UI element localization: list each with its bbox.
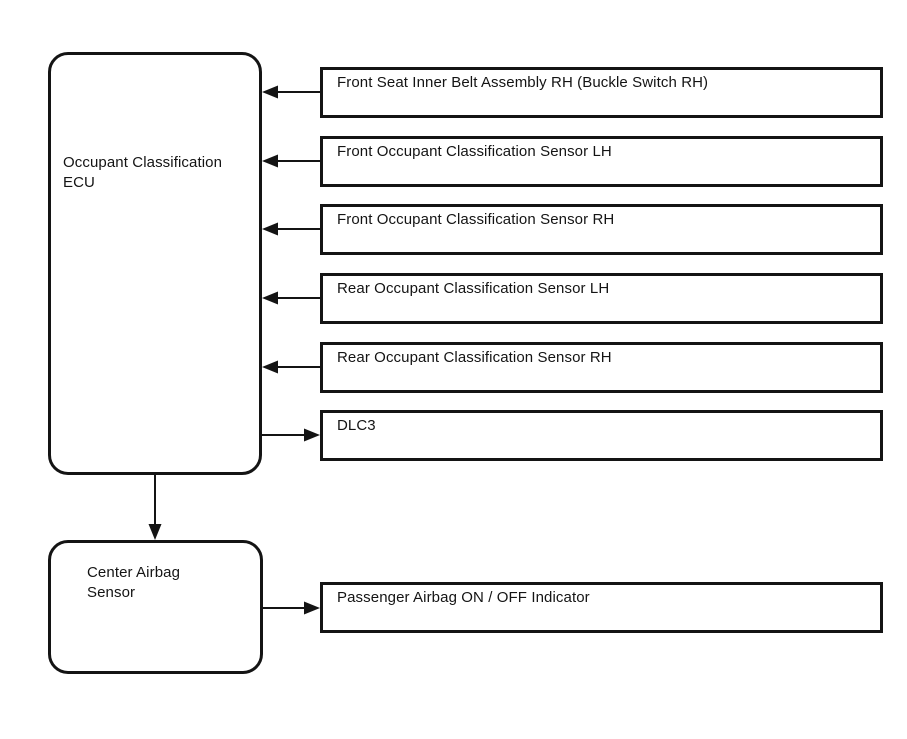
node-front-occupant-classification-sensor-lh: Front Occupant Classification Sensor LH bbox=[320, 136, 883, 187]
node-rear-occupant-classification-sensor-lh: Rear Occupant Classification Sensor LH bbox=[320, 273, 883, 324]
node-rear-occupant-classification-sensor-rh: Rear Occupant Classification Sensor RH bbox=[320, 342, 883, 393]
node-dlc3: DLC3 bbox=[320, 410, 883, 461]
node-rear-occupant-classification-sensor-lh-label: Rear Occupant Classification Sensor LH bbox=[337, 280, 610, 297]
node-occupant-classification-ecu: Occupant Classification ECU bbox=[48, 52, 262, 475]
arrow-front-ocs-rh-to-ecu bbox=[262, 222, 320, 236]
node-center-airbag-sensor-label: Center Airbag Sensor bbox=[87, 564, 181, 601]
arrow-rear-ocs-rh-to-ecu bbox=[262, 360, 320, 374]
arrow-center-airbag-sensor-to-indicator bbox=[263, 601, 320, 615]
node-front-occupant-classification-sensor-lh-label: Front Occupant Classification Sensor LH bbox=[337, 143, 612, 160]
node-front-occupant-classification-sensor-rh-label: Front Occupant Classification Sensor RH bbox=[337, 211, 615, 228]
node-occupant-classification-ecu-label: Occupant Classification ECU bbox=[63, 154, 223, 191]
arrow-front-ocs-lh-to-ecu bbox=[262, 154, 320, 168]
node-rear-occupant-classification-sensor-rh-label: Rear Occupant Classification Sensor RH bbox=[337, 349, 612, 366]
arrow-ecu-to-center-airbag-sensor bbox=[148, 475, 162, 540]
node-front-occupant-classification-sensor-rh: Front Occupant Classification Sensor RH bbox=[320, 204, 883, 255]
arrow-ecu-to-dlc3 bbox=[262, 428, 320, 442]
node-front-seat-inner-belt-assembly-rh: Front Seat Inner Belt Assembly RH (Buckl… bbox=[320, 67, 883, 118]
node-front-seat-inner-belt-assembly-rh-label: Front Seat Inner Belt Assembly RH (Buckl… bbox=[337, 74, 709, 91]
node-center-airbag-sensor: Center Airbag Sensor bbox=[48, 540, 263, 674]
arrow-buckle-switch-rh-to-ecu bbox=[262, 85, 320, 99]
node-passenger-airbag-on-off-indicator: Passenger Airbag ON / OFF Indicator bbox=[320, 582, 883, 633]
node-passenger-airbag-on-off-indicator-label: Passenger Airbag ON / OFF Indicator bbox=[337, 589, 590, 606]
arrow-rear-ocs-lh-to-ecu bbox=[262, 291, 320, 305]
node-dlc3-label: DLC3 bbox=[337, 417, 376, 434]
